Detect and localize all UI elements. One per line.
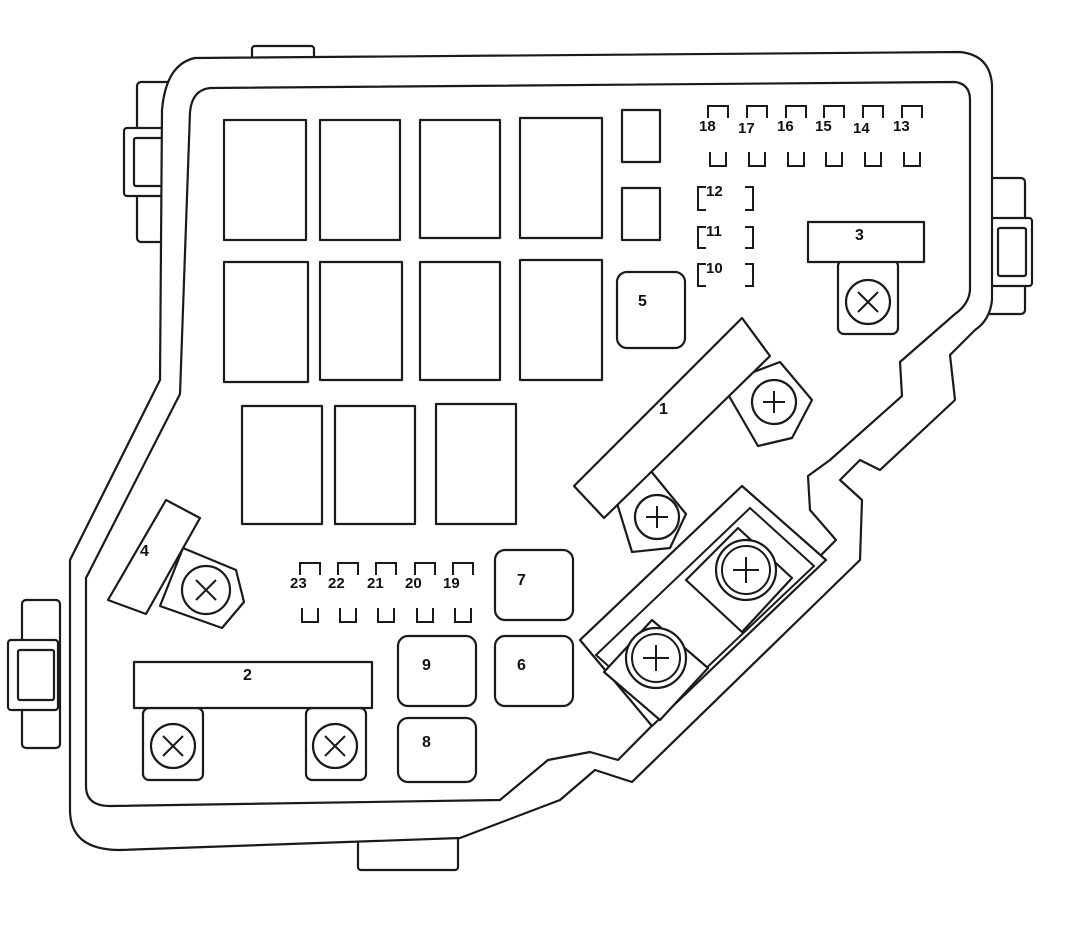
label-22: 22 xyxy=(328,575,345,592)
fuse-5: 5 xyxy=(615,270,687,350)
small-socket xyxy=(620,186,662,242)
label-12: 12 xyxy=(706,183,723,200)
fuse-4: 4 xyxy=(106,498,246,630)
label-23: 23 xyxy=(290,575,307,592)
relay-socket xyxy=(333,404,417,526)
relay-sockets xyxy=(222,108,662,526)
label-9: 9 xyxy=(422,657,431,674)
label-6: 6 xyxy=(517,657,526,674)
label-20: 20 xyxy=(405,575,422,592)
mini-fuse-row-top: 18 17 16 15 14 13 xyxy=(699,105,923,167)
label-15: 15 xyxy=(815,118,832,135)
label-16: 16 xyxy=(777,118,794,135)
label-18: 18 xyxy=(699,118,716,135)
relay-socket xyxy=(318,260,404,382)
relay-socket xyxy=(418,118,502,240)
label-11: 11 xyxy=(706,223,722,240)
relay-socket xyxy=(434,402,518,526)
label-8: 8 xyxy=(422,734,431,751)
relay-socket xyxy=(418,260,502,382)
mini-fuse-row-bottom: 23 22 21 20 19 xyxy=(290,562,474,623)
label-13: 13 xyxy=(893,118,910,135)
label-1: 1 xyxy=(659,401,668,418)
fuse-7: 7 xyxy=(493,548,575,622)
relay-socket xyxy=(222,260,310,384)
fuse-1: 1 xyxy=(572,316,814,554)
label-3: 3 xyxy=(855,227,864,244)
label-21: 21 xyxy=(367,575,384,592)
label-5: 5 xyxy=(638,293,647,310)
fuse-8: 8 xyxy=(396,716,478,784)
label-10: 10 xyxy=(706,260,723,277)
label-14: 14 xyxy=(853,120,870,137)
small-socket xyxy=(620,108,662,164)
relay-socket xyxy=(518,258,604,382)
battery-terminal-block xyxy=(578,484,828,728)
label-7: 7 xyxy=(517,572,526,589)
label-2: 2 xyxy=(243,667,252,684)
relay-socket xyxy=(240,404,324,526)
label-17: 17 xyxy=(738,120,755,137)
mini-fuse-column: 12 11 10 xyxy=(697,183,754,287)
label-19: 19 xyxy=(443,575,460,592)
fuse-2: 2 xyxy=(132,660,374,782)
relay-socket xyxy=(318,118,402,242)
fuse-9: 9 xyxy=(396,634,478,708)
fuse-6: 6 xyxy=(493,634,575,708)
fuse-3: 3 xyxy=(806,220,926,336)
relay-socket xyxy=(518,116,604,240)
relay-socket xyxy=(222,118,308,242)
label-4: 4 xyxy=(140,543,149,560)
